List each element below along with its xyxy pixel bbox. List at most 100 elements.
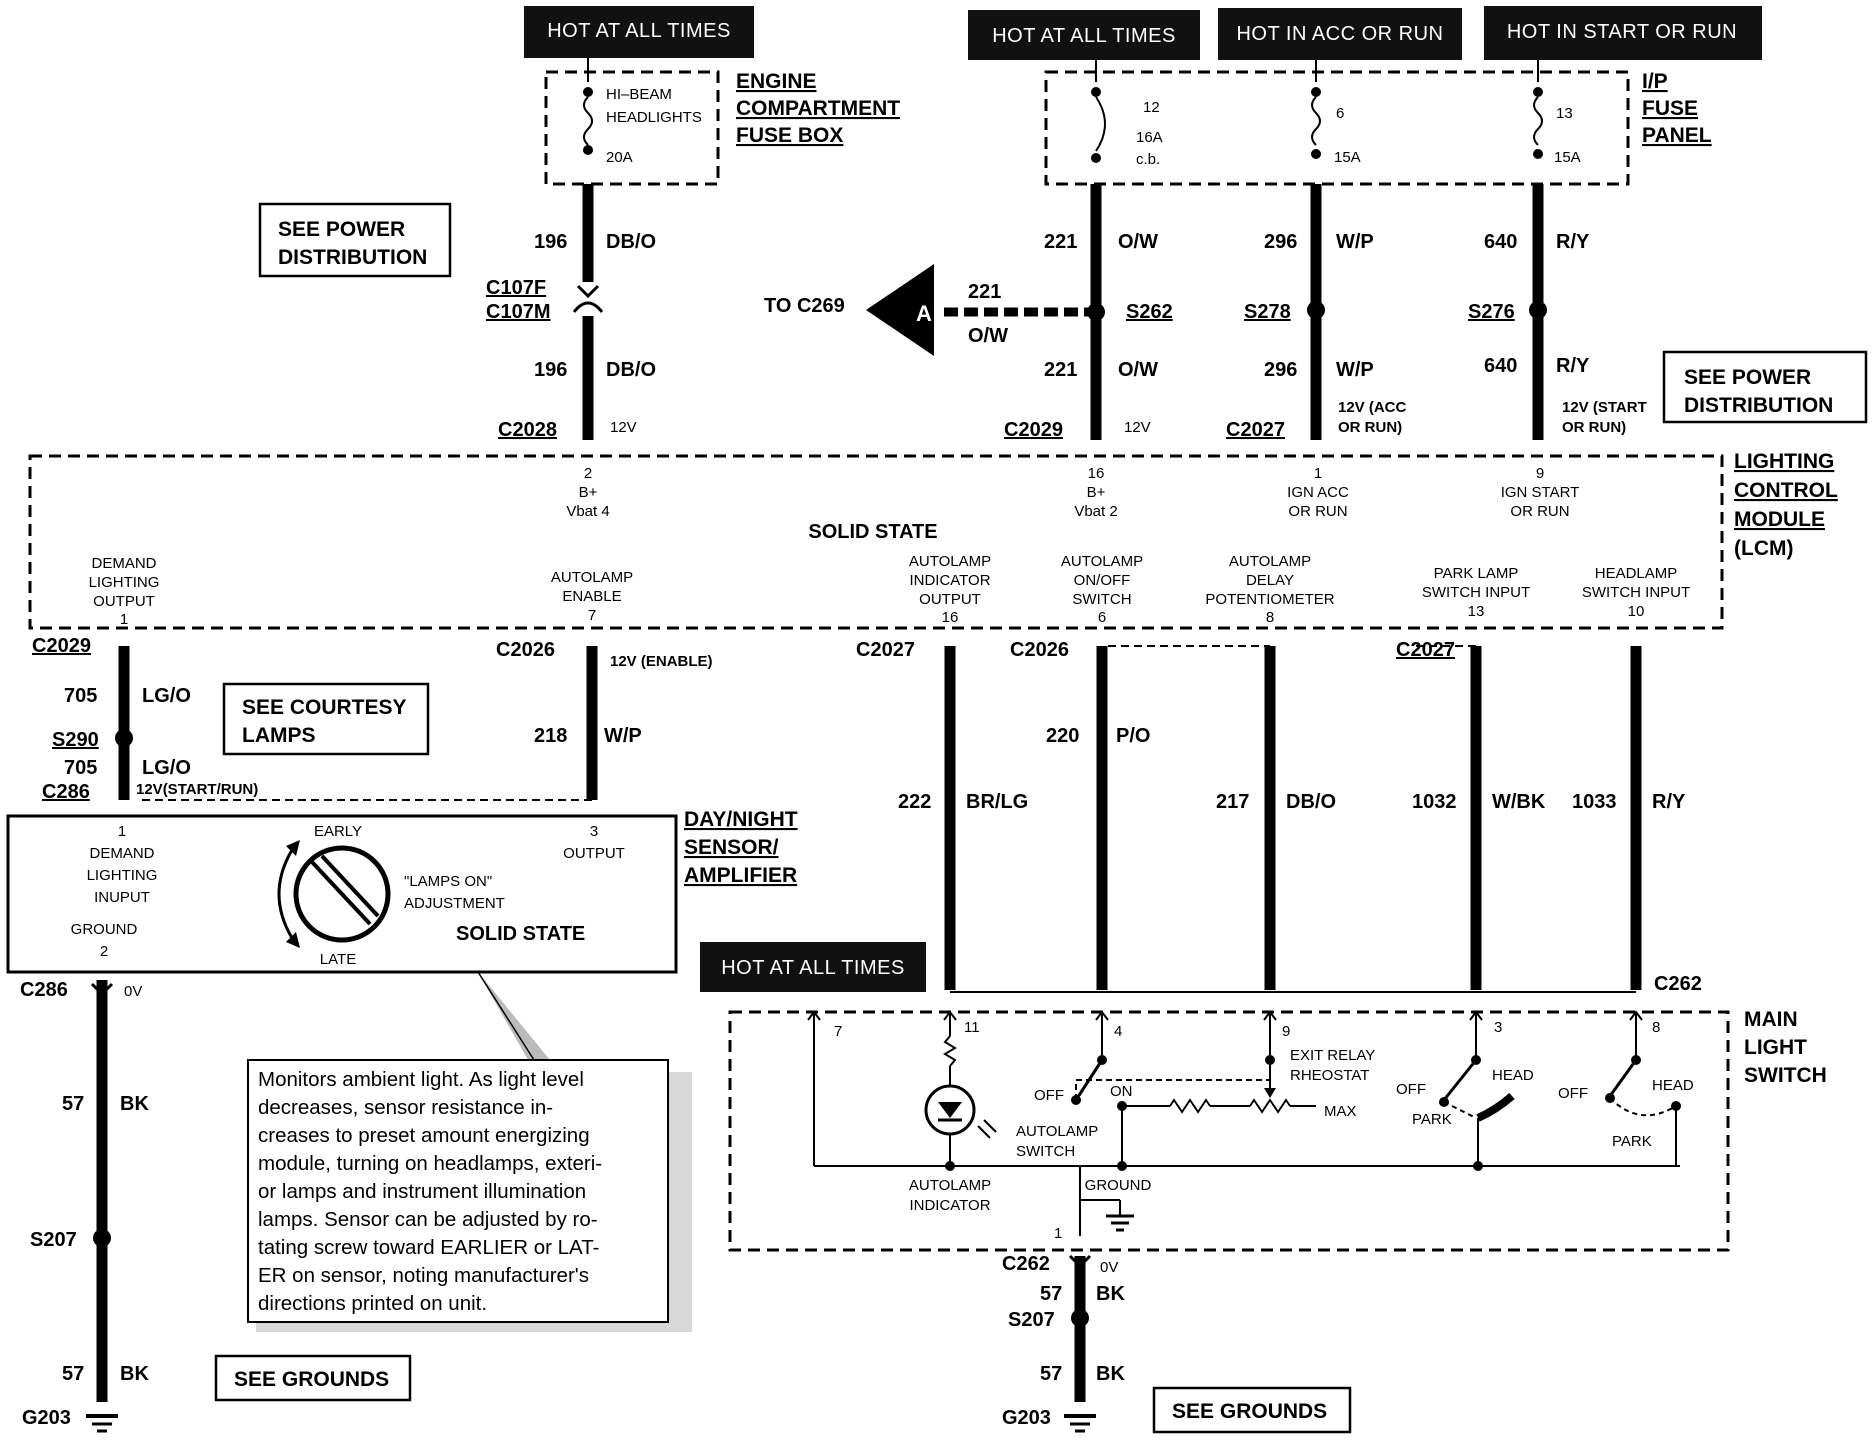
w640-top-color: R/Y [1556, 231, 1590, 253]
svg-text:OUTPUT: OUTPUT [919, 591, 981, 608]
svg-text:HOT IN ACC OR RUN: HOT IN ACC OR RUN [1236, 23, 1443, 45]
w296-bot-circuit: 296 [1264, 359, 1297, 381]
w217-circuit: 217 [1216, 791, 1249, 813]
wire-640[interactable] [1529, 184, 1547, 440]
svg-text:AUTOLAMP: AUTOLAMP [551, 569, 633, 586]
svg-text:4: 4 [1114, 1023, 1122, 1040]
engine-fuse-box-title: ENGINE COMPARTMENT FUSE BOX [736, 70, 900, 147]
wire-57-left[interactable] [90, 980, 114, 1402]
w296-bot-color: W/P [1336, 359, 1374, 381]
splice-s262: S262 [1126, 301, 1173, 323]
svg-text:AUTOLAMP: AUTOLAMP [1016, 1123, 1098, 1140]
svg-text:HEAD: HEAD [1492, 1067, 1534, 1084]
g203-left: G203 [22, 1407, 71, 1429]
w705-top-color: LG/O [142, 685, 191, 707]
wire-1033[interactable] [950, 646, 1642, 993]
svg-text:INDICATOR: INDICATOR [909, 1197, 990, 1214]
see-grounds-right[interactable]: SEE GROUNDS [1152, 1386, 1352, 1434]
svg-text:PARK LAMP: PARK LAMP [1434, 565, 1519, 582]
note-text: Monitors ambient light. As light level d… [258, 1068, 602, 1315]
splice-s278: S278 [1244, 301, 1291, 323]
svg-text:module, turning on headlamps,: module, turning on headlamps, exteri- [258, 1152, 602, 1175]
see-grounds-left[interactable]: SEE GROUNDS [214, 1354, 412, 1402]
svg-text:1: 1 [120, 611, 128, 628]
svg-text:B+: B+ [1087, 484, 1106, 501]
wire-296[interactable] [1307, 184, 1325, 440]
see-courtesy-lamps[interactable]: SEE COURTESY LAMPS [222, 682, 430, 756]
svg-text:7: 7 [588, 607, 596, 624]
conn-c2028-top: C2028 [498, 419, 557, 441]
splice-s276: S276 [1468, 301, 1515, 323]
svg-text:SWITCH: SWITCH [1016, 1143, 1075, 1160]
svg-text:SWITCH INPUT: SWITCH INPUT [1582, 584, 1690, 601]
svg-text:FUSE BOX: FUSE BOX [736, 124, 843, 147]
svg-text:1: 1 [1314, 465, 1322, 482]
svg-text:A: A [916, 301, 932, 326]
w705-bot-color: LG/O [142, 757, 191, 779]
w221-top-circuit: 221 [1044, 231, 1077, 253]
conn-c2027-right: C2027 [1396, 639, 1455, 661]
svg-text:LIGHT: LIGHT [1744, 1036, 1807, 1059]
hot-label-fuse12: HOT AT ALL TIMES [968, 10, 1200, 60]
wire-705[interactable] [115, 646, 592, 801]
svg-text:12: 12 [1143, 99, 1160, 116]
conn-c286-top: C286 [42, 781, 90, 803]
svg-text:(LCM): (LCM) [1734, 537, 1793, 560]
svg-text:16: 16 [1088, 465, 1105, 482]
svg-text:9: 9 [1282, 1023, 1290, 1040]
svg-text:ENABLE: ENABLE [562, 588, 621, 605]
svg-text:lamps. Sensor can be adjusted: lamps. Sensor can be adjusted by ro- [258, 1208, 598, 1231]
w220-circuit: 220 [1046, 725, 1079, 747]
wire-221[interactable] [1087, 184, 1105, 440]
see-power-distribution-right[interactable]: SEE POWER DISTRIBUTION [1662, 350, 1868, 424]
svg-text:11: 11 [964, 1019, 980, 1036]
w57-right-bot-color: BK [1096, 1363, 1125, 1385]
adjustment-dial-icon [277, 840, 391, 948]
svg-text:RHEOSTAT: RHEOSTAT [1290, 1067, 1369, 1084]
svg-text:20A: 20A [606, 149, 633, 166]
svg-text:DELAY: DELAY [1246, 572, 1294, 589]
svg-text:tating screw toward EARLIER or: tating screw toward EARLIER or LAT- [258, 1236, 599, 1259]
svg-text:1: 1 [1054, 1225, 1062, 1242]
svg-text:OUTPUT: OUTPUT [563, 845, 625, 862]
svg-text:PARK: PARK [1412, 1111, 1452, 1128]
wire-220[interactable] [1096, 645, 1476, 990]
svg-text:Vbat 4: Vbat 4 [566, 503, 609, 520]
svg-text:15A: 15A [1554, 149, 1581, 166]
svg-text:SEE COURTESY: SEE COURTESY [242, 696, 407, 719]
wire-57-right[interactable] [1068, 1254, 1092, 1402]
volt-enable: 12V (ENABLE) [610, 653, 713, 670]
c2027-volt-1: 12V (ACC [1338, 399, 1407, 416]
main-switch-title: MAIN LIGHT SWITCH [1744, 1008, 1827, 1087]
see-power-distribution-left[interactable]: SEE POWER DISTRIBUTION [258, 202, 452, 278]
c2028-volt: 12V [610, 419, 637, 436]
w705-bot-circuit: 705 [64, 757, 97, 779]
splice-s207-left: S207 [30, 1229, 77, 1251]
w57-left-bot-circuit: 57 [62, 1363, 84, 1385]
svg-text:AUTOLAMP: AUTOLAMP [1229, 553, 1311, 570]
lighting-control-module: SOLID STATE 2 B+ Vbat 4 16 B+ Vbat 2 1 I… [28, 454, 1724, 630]
svg-text:HOT IN START OR RUN: HOT IN START OR RUN [1507, 21, 1737, 43]
to-c269-label: TO C269 [764, 295, 845, 317]
svg-text:LIGHTING: LIGHTING [89, 574, 160, 591]
conn-c2029-left: C2029 [32, 635, 91, 657]
splice-s290: S290 [52, 729, 99, 751]
volt-640-1: 12V (START [1562, 399, 1647, 416]
svg-text:Monitors ambient light. As lig: Monitors ambient light. As light level [258, 1068, 584, 1091]
hot-label-main-switch: HOT AT ALL TIMES [700, 942, 926, 992]
svg-text:DAY/NIGHT: DAY/NIGHT [684, 808, 798, 831]
w640-top-circuit: 640 [1484, 231, 1517, 253]
w222-color: BR/LG [966, 791, 1028, 813]
w1032-color: W/BK [1492, 791, 1546, 813]
svg-text:INDICATOR: INDICATOR [909, 572, 990, 589]
svg-text:13: 13 [1468, 603, 1485, 620]
svg-text:EXIT RELAY: EXIT RELAY [1290, 1047, 1375, 1064]
branch-to-c269[interactable]: A [866, 264, 1090, 356]
svg-text:DEMAND: DEMAND [89, 845, 154, 862]
w57-right-top-color: BK [1096, 1283, 1125, 1305]
svg-text:3: 3 [590, 823, 598, 840]
svg-text:2: 2 [100, 943, 108, 960]
svg-text:SOLID STATE: SOLID STATE [456, 923, 585, 945]
svg-text:2: 2 [584, 465, 592, 482]
svg-text:OR RUN: OR RUN [1510, 503, 1569, 520]
